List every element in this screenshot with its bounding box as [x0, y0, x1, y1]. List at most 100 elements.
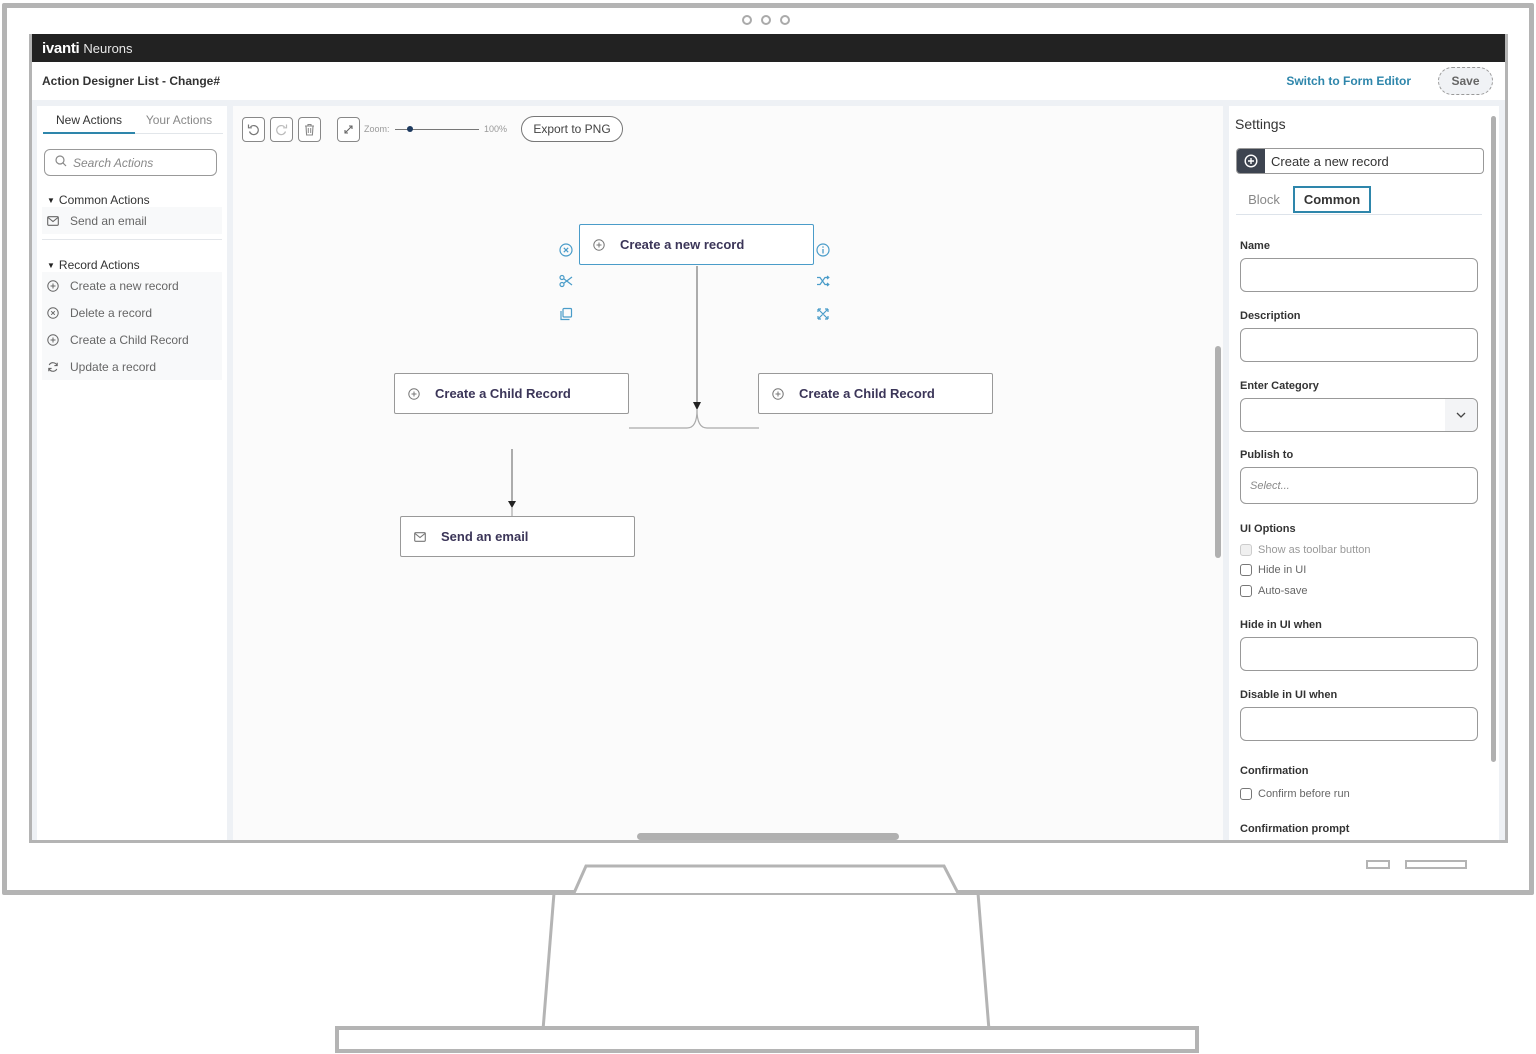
- list-item-create-new-record[interactable]: Create a new record: [42, 272, 222, 299]
- fit-view-button[interactable]: [337, 117, 360, 142]
- settings-scrollbar[interactable]: [1491, 116, 1496, 762]
- auto-save-checkbox[interactable]: Auto-save: [1240, 585, 1308, 597]
- group-title: Record Actions: [58, 258, 140, 272]
- checkbox-label: Show as toolbar button: [1258, 544, 1371, 556]
- plus-circle-icon: [771, 387, 785, 400]
- list-item-label: Create a new record: [70, 278, 179, 293]
- list-item-delete-record[interactable]: Delete a record: [42, 299, 222, 326]
- disable-when-input[interactable]: [1240, 707, 1478, 741]
- expand-icon: [344, 125, 353, 134]
- flow-node-create-child-record-left[interactable]: Create a Child Record: [394, 373, 629, 414]
- checkbox-label: Auto-save: [1258, 585, 1308, 597]
- list-item-label: Create a Child Record: [70, 332, 189, 347]
- confirm-before-run-checkbox[interactable]: Confirm before run: [1240, 788, 1350, 800]
- list-item-create-child-record[interactable]: Create a Child Record: [42, 326, 222, 353]
- description-label: Description: [1240, 310, 1301, 322]
- export-png-button[interactable]: Export to PNG: [521, 116, 623, 142]
- search-input[interactable]: [73, 155, 203, 170]
- delete-button[interactable]: [298, 117, 321, 142]
- tab-new-actions[interactable]: New Actions: [43, 112, 135, 134]
- checkbox[interactable]: [1240, 585, 1252, 597]
- undo-icon: [247, 124, 259, 136]
- settings-tabs: Block Common: [1236, 186, 1482, 215]
- save-button[interactable]: Save: [1438, 67, 1493, 95]
- monitor-button-small: [1366, 860, 1390, 869]
- scissors-icon[interactable]: [558, 273, 574, 289]
- copy-icon[interactable]: [558, 306, 574, 322]
- node-label: Create a Child Record: [799, 386, 935, 401]
- dot-icon: [742, 15, 752, 25]
- undo-button[interactable]: [242, 117, 265, 142]
- list-item-send-email[interactable]: Send an email: [42, 207, 222, 234]
- selected-action-header: Create a new record: [1236, 148, 1484, 174]
- plus-circle-icon: [46, 333, 60, 346]
- canvas-vertical-scrollbar[interactable]: [1215, 346, 1221, 558]
- node-label: Send an email: [441, 529, 529, 544]
- list-item-label: Delete a record: [70, 305, 153, 320]
- monitor-neck: [572, 864, 960, 894]
- trash-icon: [305, 123, 314, 136]
- mail-icon: [413, 531, 427, 542]
- zoom-slider-handle[interactable]: [407, 126, 413, 132]
- hide-in-ui-checkbox[interactable]: Hide in UI: [1240, 564, 1306, 576]
- flow-node-send-email[interactable]: Send an email: [400, 516, 635, 557]
- confirmation-label: Confirmation: [1240, 765, 1309, 777]
- plus-circle-icon: [407, 387, 421, 400]
- chevron-down-icon[interactable]: [1445, 399, 1477, 431]
- fullscreen-icon[interactable]: [815, 306, 831, 322]
- zoom-value: 100%: [484, 124, 508, 134]
- dot-icon: [761, 15, 771, 25]
- hide-when-input[interactable]: [1240, 637, 1478, 671]
- actions-panel: New Actions Your Actions ▼ Common Action…: [37, 106, 227, 840]
- description-input[interactable]: [1240, 328, 1478, 362]
- shuffle-icon[interactable]: [815, 273, 831, 289]
- name-input[interactable]: [1240, 258, 1478, 292]
- caret-down-icon: ▼: [47, 195, 55, 205]
- designer-canvas[interactable]: Zoom: 100% Export to PNG: [233, 106, 1223, 840]
- zoom-slider-track[interactable]: [395, 129, 479, 130]
- info-icon[interactable]: [815, 242, 831, 258]
- tab-your-actions[interactable]: Your Actions: [145, 113, 213, 127]
- flow-node-create-child-record-right[interactable]: Create a Child Record: [758, 373, 993, 414]
- canvas-horizontal-scrollbar[interactable]: [637, 833, 899, 840]
- category-select[interactable]: [1240, 398, 1478, 432]
- list-item-label: Update a record: [70, 359, 157, 374]
- brand-logo: ivanti: [42, 39, 80, 57]
- x-circle-icon: [46, 306, 60, 319]
- list-item-update-record[interactable]: Update a record: [42, 353, 222, 380]
- publish-to-select[interactable]: Select...: [1240, 467, 1478, 504]
- redo-button[interactable]: [270, 117, 293, 142]
- show-toolbar-checkbox[interactable]: Show as toolbar button: [1240, 544, 1371, 556]
- checkbox[interactable]: [1240, 788, 1252, 800]
- monitor-base: [335, 1026, 1199, 1053]
- tab-block[interactable]: Block: [1248, 192, 1280, 207]
- refresh-icon: [46, 361, 60, 373]
- close-circle-icon[interactable]: [558, 242, 574, 258]
- page-title: Action Designer List - Change#: [42, 74, 221, 88]
- common-actions-list: Send an email: [42, 207, 222, 234]
- node-label: Create a new record: [620, 237, 745, 252]
- group-common-actions[interactable]: ▼ Common Actions: [47, 193, 150, 207]
- top-bar: ivanti Neurons: [32, 34, 1505, 62]
- caret-down-icon: ▼: [47, 260, 55, 270]
- switch-to-form-editor-link[interactable]: Switch to Form Editor: [1286, 74, 1411, 88]
- selected-action-name: Create a new record: [1271, 153, 1389, 169]
- mail-icon: [46, 215, 60, 226]
- plus-circle-icon: [1237, 149, 1265, 173]
- record-actions-list: Create a new record Delete a record Crea…: [42, 272, 222, 380]
- flow-node-create-new-record[interactable]: Create a new record: [579, 224, 814, 265]
- header-bar: Action Designer List - Change# Switch to…: [32, 62, 1505, 100]
- settings-panel: Settings Create a new record Block Commo…: [1229, 106, 1499, 840]
- list-item-label: Send an email: [70, 213, 147, 228]
- plus-circle-icon: [46, 279, 60, 292]
- divider: [42, 239, 222, 240]
- flow-connectors: [508, 266, 759, 551]
- monitor-button-wide: [1405, 860, 1467, 869]
- checkbox[interactable]: [1240, 544, 1252, 556]
- category-label: Enter Category: [1240, 380, 1319, 392]
- group-record-actions[interactable]: ▼ Record Actions: [47, 258, 140, 272]
- redo-icon: [276, 124, 288, 136]
- tab-common[interactable]: Common: [1293, 186, 1371, 213]
- checkbox-label: Hide in UI: [1258, 564, 1307, 576]
- checkbox[interactable]: [1240, 564, 1252, 576]
